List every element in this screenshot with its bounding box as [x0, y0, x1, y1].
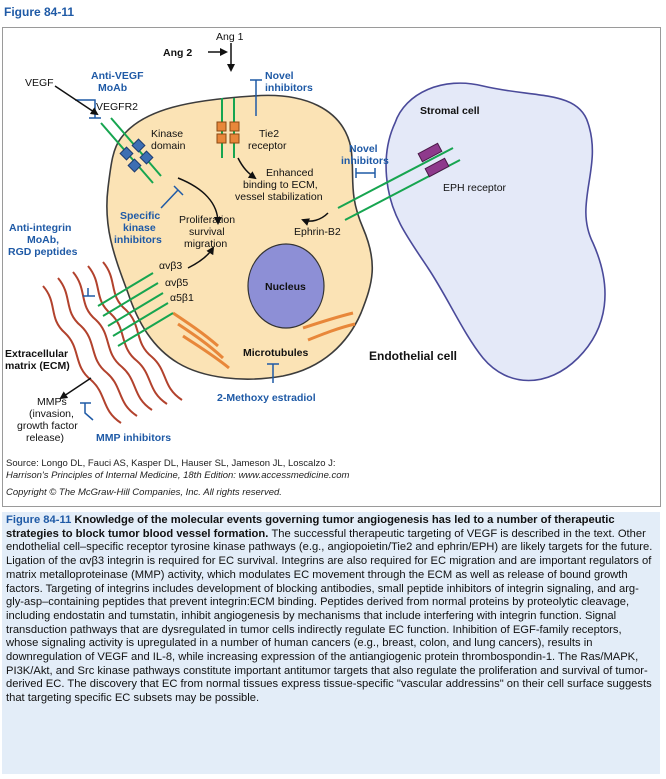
kinase-domain-label-1: Kinase: [151, 128, 183, 140]
caption-title: Knowledge of the molecular events govern…: [6, 514, 615, 540]
figure-source: Source: Longo DL, Fauci AS, Kasper DL, H…: [6, 458, 654, 499]
tie2-domain-graphic: [216, 121, 240, 144]
anti-integrin-label-2: MoAb,: [27, 234, 59, 246]
microtubules-label: Microtubules: [243, 347, 308, 359]
ang2-label: Ang 2: [163, 47, 192, 59]
anti-integrin-label-3: RGD peptides: [8, 246, 78, 258]
eph-receptor-graphic: [417, 142, 450, 178]
tie2-label-1: Tie2: [259, 128, 279, 140]
signal-arrows: [54, 43, 329, 400]
novel-inhibitors-mid-2: inhibitors: [341, 155, 389, 167]
kinase-domain-label-2: domain: [151, 140, 186, 152]
a5b1-label: α5β1: [170, 292, 194, 304]
angiogenesis-diagram: Ang 1 Ang 2 VEGF Anti-VEGF MoAb Novel in…: [5, 31, 606, 444]
vegfr2-label: VEGFR2: [96, 101, 138, 113]
eph-receptor-label: EPH receptor: [443, 182, 507, 194]
mmps-label-4: release): [26, 432, 64, 444]
anti-vegf-label-1: Anti-VEGF: [91, 70, 144, 82]
specific-kinase-label-2: kinase: [123, 222, 156, 234]
ephrin-b2-label: Ephrin-B2: [294, 226, 341, 238]
source-line-1: Source: Longo DL, Fauci AS, Kasper DL, H…: [6, 458, 336, 469]
ang1-label: Ang 1: [216, 31, 244, 43]
mmp-inhibitors-label: MMP inhibitors: [96, 432, 171, 444]
avb3-label: αvβ3: [159, 260, 182, 272]
proliferation-label-1: Proliferation: [179, 214, 235, 226]
caption-body: The successful therapeutic targeting of …: [6, 527, 653, 705]
stromal-cell-label: Stromal cell: [420, 105, 480, 117]
integrin-lines: [97, 272, 174, 347]
figure-header-label: Figure 84-11: [4, 5, 75, 19]
figure-panel: Ang 1 Ang 2 VEGF Anti-VEGF MoAb Novel in…: [2, 27, 661, 507]
enhanced-label-1: Enhanced: [266, 167, 313, 179]
kinase-domain-graphic: [119, 138, 154, 173]
ecm-label-2: matrix (ECM): [5, 360, 70, 372]
novel-inhibitors-mid-1: Novel: [349, 143, 378, 155]
stromal-cell-shape: [385, 82, 606, 382]
proliferation-label-2: survival: [189, 226, 225, 238]
source-line-2: Harrison's Principles of Internal Medici…: [6, 470, 350, 481]
figure-caption: Figure 84-11 Knowledge of the molecular …: [2, 512, 660, 774]
caption-label: Figure 84-11: [6, 514, 75, 526]
anti-integrin-label-1: Anti-integrin: [9, 222, 71, 234]
mmps-label-3: growth factor: [17, 420, 78, 432]
ecm-label-1: Extracellular: [5, 348, 68, 360]
tie2-label-2: receptor: [248, 140, 287, 152]
microtubules-graphic: [172, 311, 356, 370]
enhanced-label-2: binding to ECM,: [243, 179, 318, 191]
novel-inhibitors-top-1: Novel: [265, 70, 294, 82]
vegf-label: VEGF: [25, 77, 54, 89]
novel-inhibitors-top-2: inhibitors: [265, 82, 313, 94]
nucleus-label: Nucleus: [265, 281, 306, 293]
specific-kinase-label-3: inhibitors: [114, 234, 162, 246]
inhibitor-lines: [75, 79, 376, 421]
anti-vegf-label-2: MoAb: [98, 82, 127, 94]
endothelial-cell-label: Endothelial cell: [369, 349, 457, 363]
specific-kinase-label-1: Specific: [120, 210, 160, 222]
proliferation-label-3: migration: [184, 238, 227, 250]
copyright-line: Copyright © The McGraw-Hill Companies, I…: [6, 487, 282, 498]
mmps-label-2: (invasion,: [29, 408, 74, 420]
avb5-label: αvβ5: [165, 277, 188, 289]
mmps-label-1: MMPs: [37, 396, 67, 408]
methoxy-estradiol-label: 2-Methoxy estradiol: [217, 392, 316, 404]
nucleus: [247, 243, 325, 329]
enhanced-label-3: vessel stabilization: [235, 191, 323, 203]
